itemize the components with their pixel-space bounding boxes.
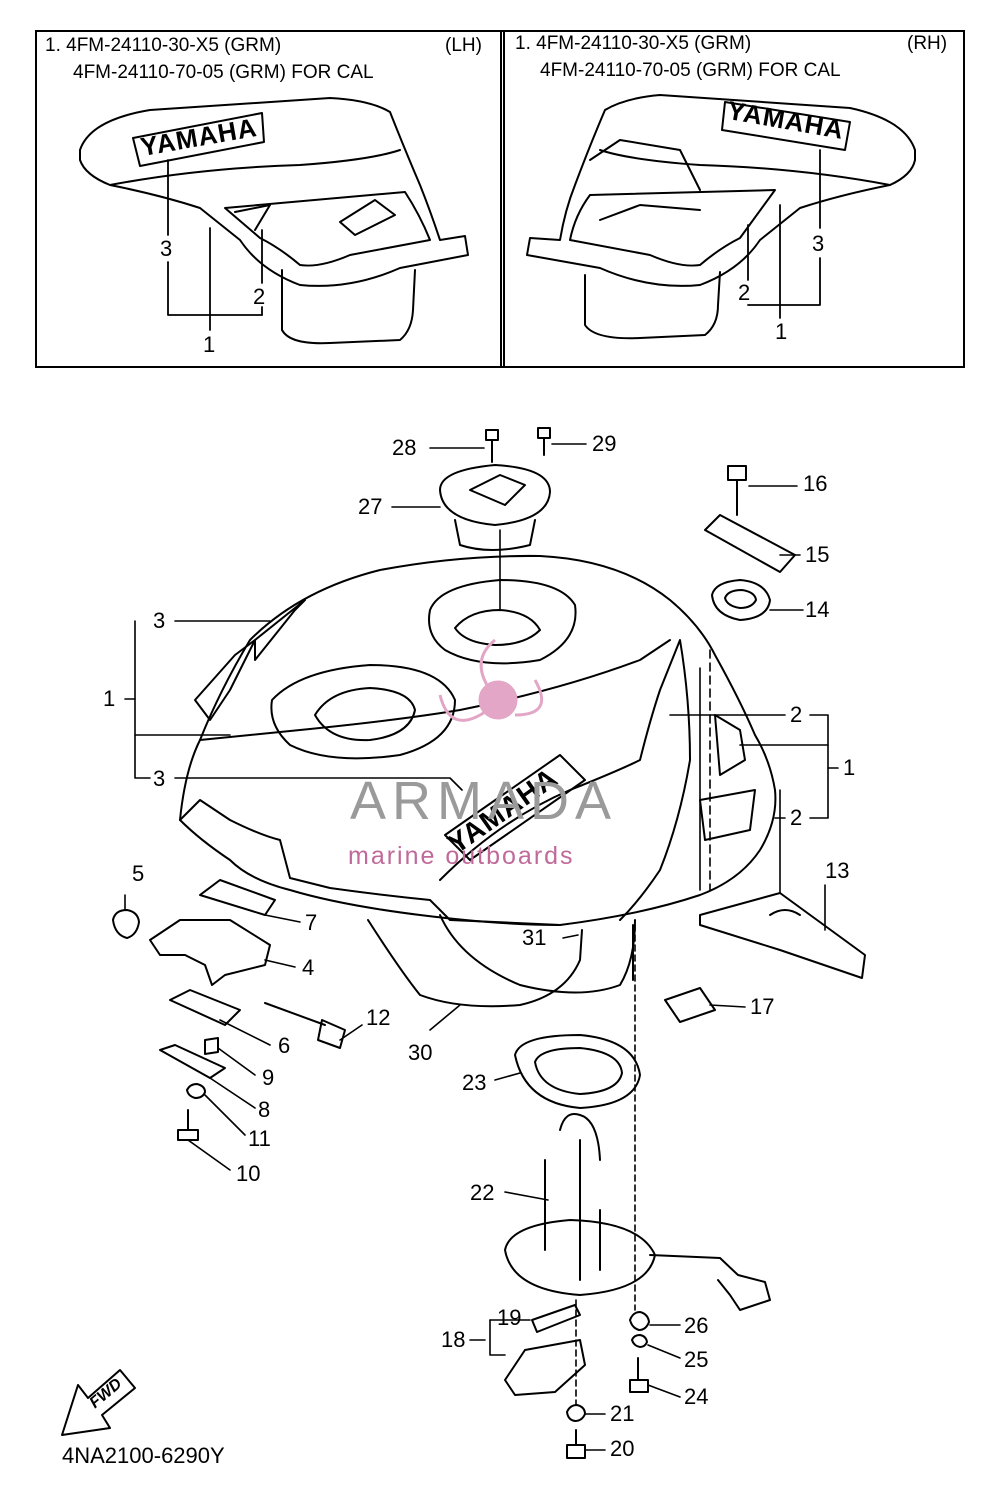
inset-rh-tank-drawing (526, 94, 916, 340)
inset-rh-side: (RH) (907, 33, 948, 54)
inset-lh-leaders (167, 159, 263, 331)
inset-lh-logo-plate (132, 112, 265, 167)
bolt-part-29 (537, 427, 551, 456)
bracket-part-4 (149, 919, 271, 986)
leader-lines (124, 443, 839, 1451)
inset-rh-label-2: 2 (738, 280, 751, 305)
callout-25: 25 (684, 1347, 709, 1372)
callout-3-upper: 3 (153, 608, 166, 633)
inset-lh-label-2: 2 (253, 284, 266, 309)
inset-lh-box (35, 30, 505, 368)
inset-lh-label-3: 3 (160, 236, 173, 261)
grommet-part-14 (711, 579, 771, 621)
filler-cap-part-27 (439, 464, 551, 551)
inset-lh-part-line1: 1. 4FM-24110-30-X5 (GRM) (45, 35, 282, 56)
regulator-part-18 (504, 1339, 586, 1396)
inset-rh-label-3: 3 (812, 231, 825, 256)
inset-lh-side: (LH) (445, 35, 482, 56)
watermark-logo-icon (438, 638, 544, 722)
callout-4: 4 (302, 955, 315, 980)
callout-1-left: 1 (103, 686, 116, 711)
inset-lh-part-line2: 4FM-24110-70-05 (GRM) FOR CAL (73, 62, 374, 83)
callout-5: 5 (132, 861, 145, 886)
inset-rh-label-1: 1 (775, 319, 788, 344)
inset-lh-label-1: 1 (203, 332, 216, 357)
callout-2-upper: 2 (790, 702, 803, 727)
callout-26: 26 (684, 1313, 709, 1338)
bolt-part-24 (629, 1357, 649, 1393)
callout-22: 22 (470, 1180, 495, 1205)
grommet-part-5 (112, 909, 140, 939)
callout-21: 21 (610, 1401, 635, 1426)
bolt-part-12 (264, 1002, 346, 1049)
lock-washer-part-25 (631, 1334, 648, 1348)
callout-27: 27 (358, 494, 383, 519)
callout-12: 12 (366, 1005, 391, 1030)
callout-23: 23 (462, 1070, 487, 1095)
inset-lh-tank-drawing (79, 97, 469, 345)
regulator-part-19 (531, 1304, 581, 1333)
washer-part-11 (186, 1083, 206, 1099)
callout-28: 28 (392, 435, 417, 460)
plate-part-8 (159, 1044, 226, 1079)
watermark-word: ARMADA (350, 771, 618, 831)
callout-2-lower: 2 (790, 805, 803, 830)
callout-20: 20 (610, 1436, 635, 1461)
callout-1-right: 1 (843, 755, 856, 780)
callout-3-lower: 3 (153, 766, 166, 791)
callout-29: 29 (592, 431, 617, 456)
fuel-pump-part-22 (504, 1113, 771, 1311)
diagram-code: 4NA2100-6290Y (62, 1443, 225, 1468)
callout-30: 30 (408, 1040, 433, 1065)
washer-part-26 (629, 1311, 650, 1331)
tank-logo-plate (444, 754, 586, 861)
bolt-part-10 (177, 1109, 199, 1141)
rubber-pad-part-13 (699, 892, 866, 979)
callout-15: 15 (805, 542, 830, 567)
callout-24: 24 (684, 1384, 709, 1409)
fuel-tank-drawing (179, 554, 777, 994)
hose-part-30 (367, 919, 583, 1008)
callout-16: 16 (803, 471, 828, 496)
callout-8: 8 (258, 1097, 271, 1122)
bolt-part-20 (566, 1429, 586, 1459)
inset-rh-logo-plate (721, 101, 851, 151)
inset-rh-leaders (747, 149, 821, 319)
bracket-part-15 (704, 514, 796, 573)
callout-14: 14 (805, 597, 830, 622)
callout-17: 17 (750, 994, 775, 1019)
watermark-subtitle: marine outboards (348, 842, 575, 870)
callout-11: 11 (248, 1126, 271, 1151)
damper-part-17 (664, 987, 716, 1023)
callout-19: 19 (497, 1305, 522, 1330)
plate-part-7 (199, 879, 276, 916)
bolt-part-28 (485, 429, 499, 463)
callout-6: 6 (278, 1033, 291, 1058)
plate-part-6 (169, 989, 241, 1026)
inset-rh-part-line1: 1. 4FM-24110-30-X5 (GRM) (515, 33, 752, 54)
callout-7: 7 (305, 910, 318, 935)
inset-rh-box (500, 30, 965, 368)
nut-part-21 (566, 1404, 586, 1422)
inset-rh-part-line2: 4FM-24110-70-05 (GRM) FOR CAL (540, 60, 841, 81)
gasket-part-23 (514, 1034, 641, 1109)
collar-part-9 (204, 1037, 219, 1055)
callout-10: 10 (236, 1161, 261, 1186)
callout-13: 13 (825, 858, 850, 883)
callout-9: 9 (262, 1065, 275, 1090)
callout-31: 31 (522, 925, 547, 950)
callout-18: 18 (441, 1327, 466, 1352)
bolt-part-16 (727, 465, 747, 516)
